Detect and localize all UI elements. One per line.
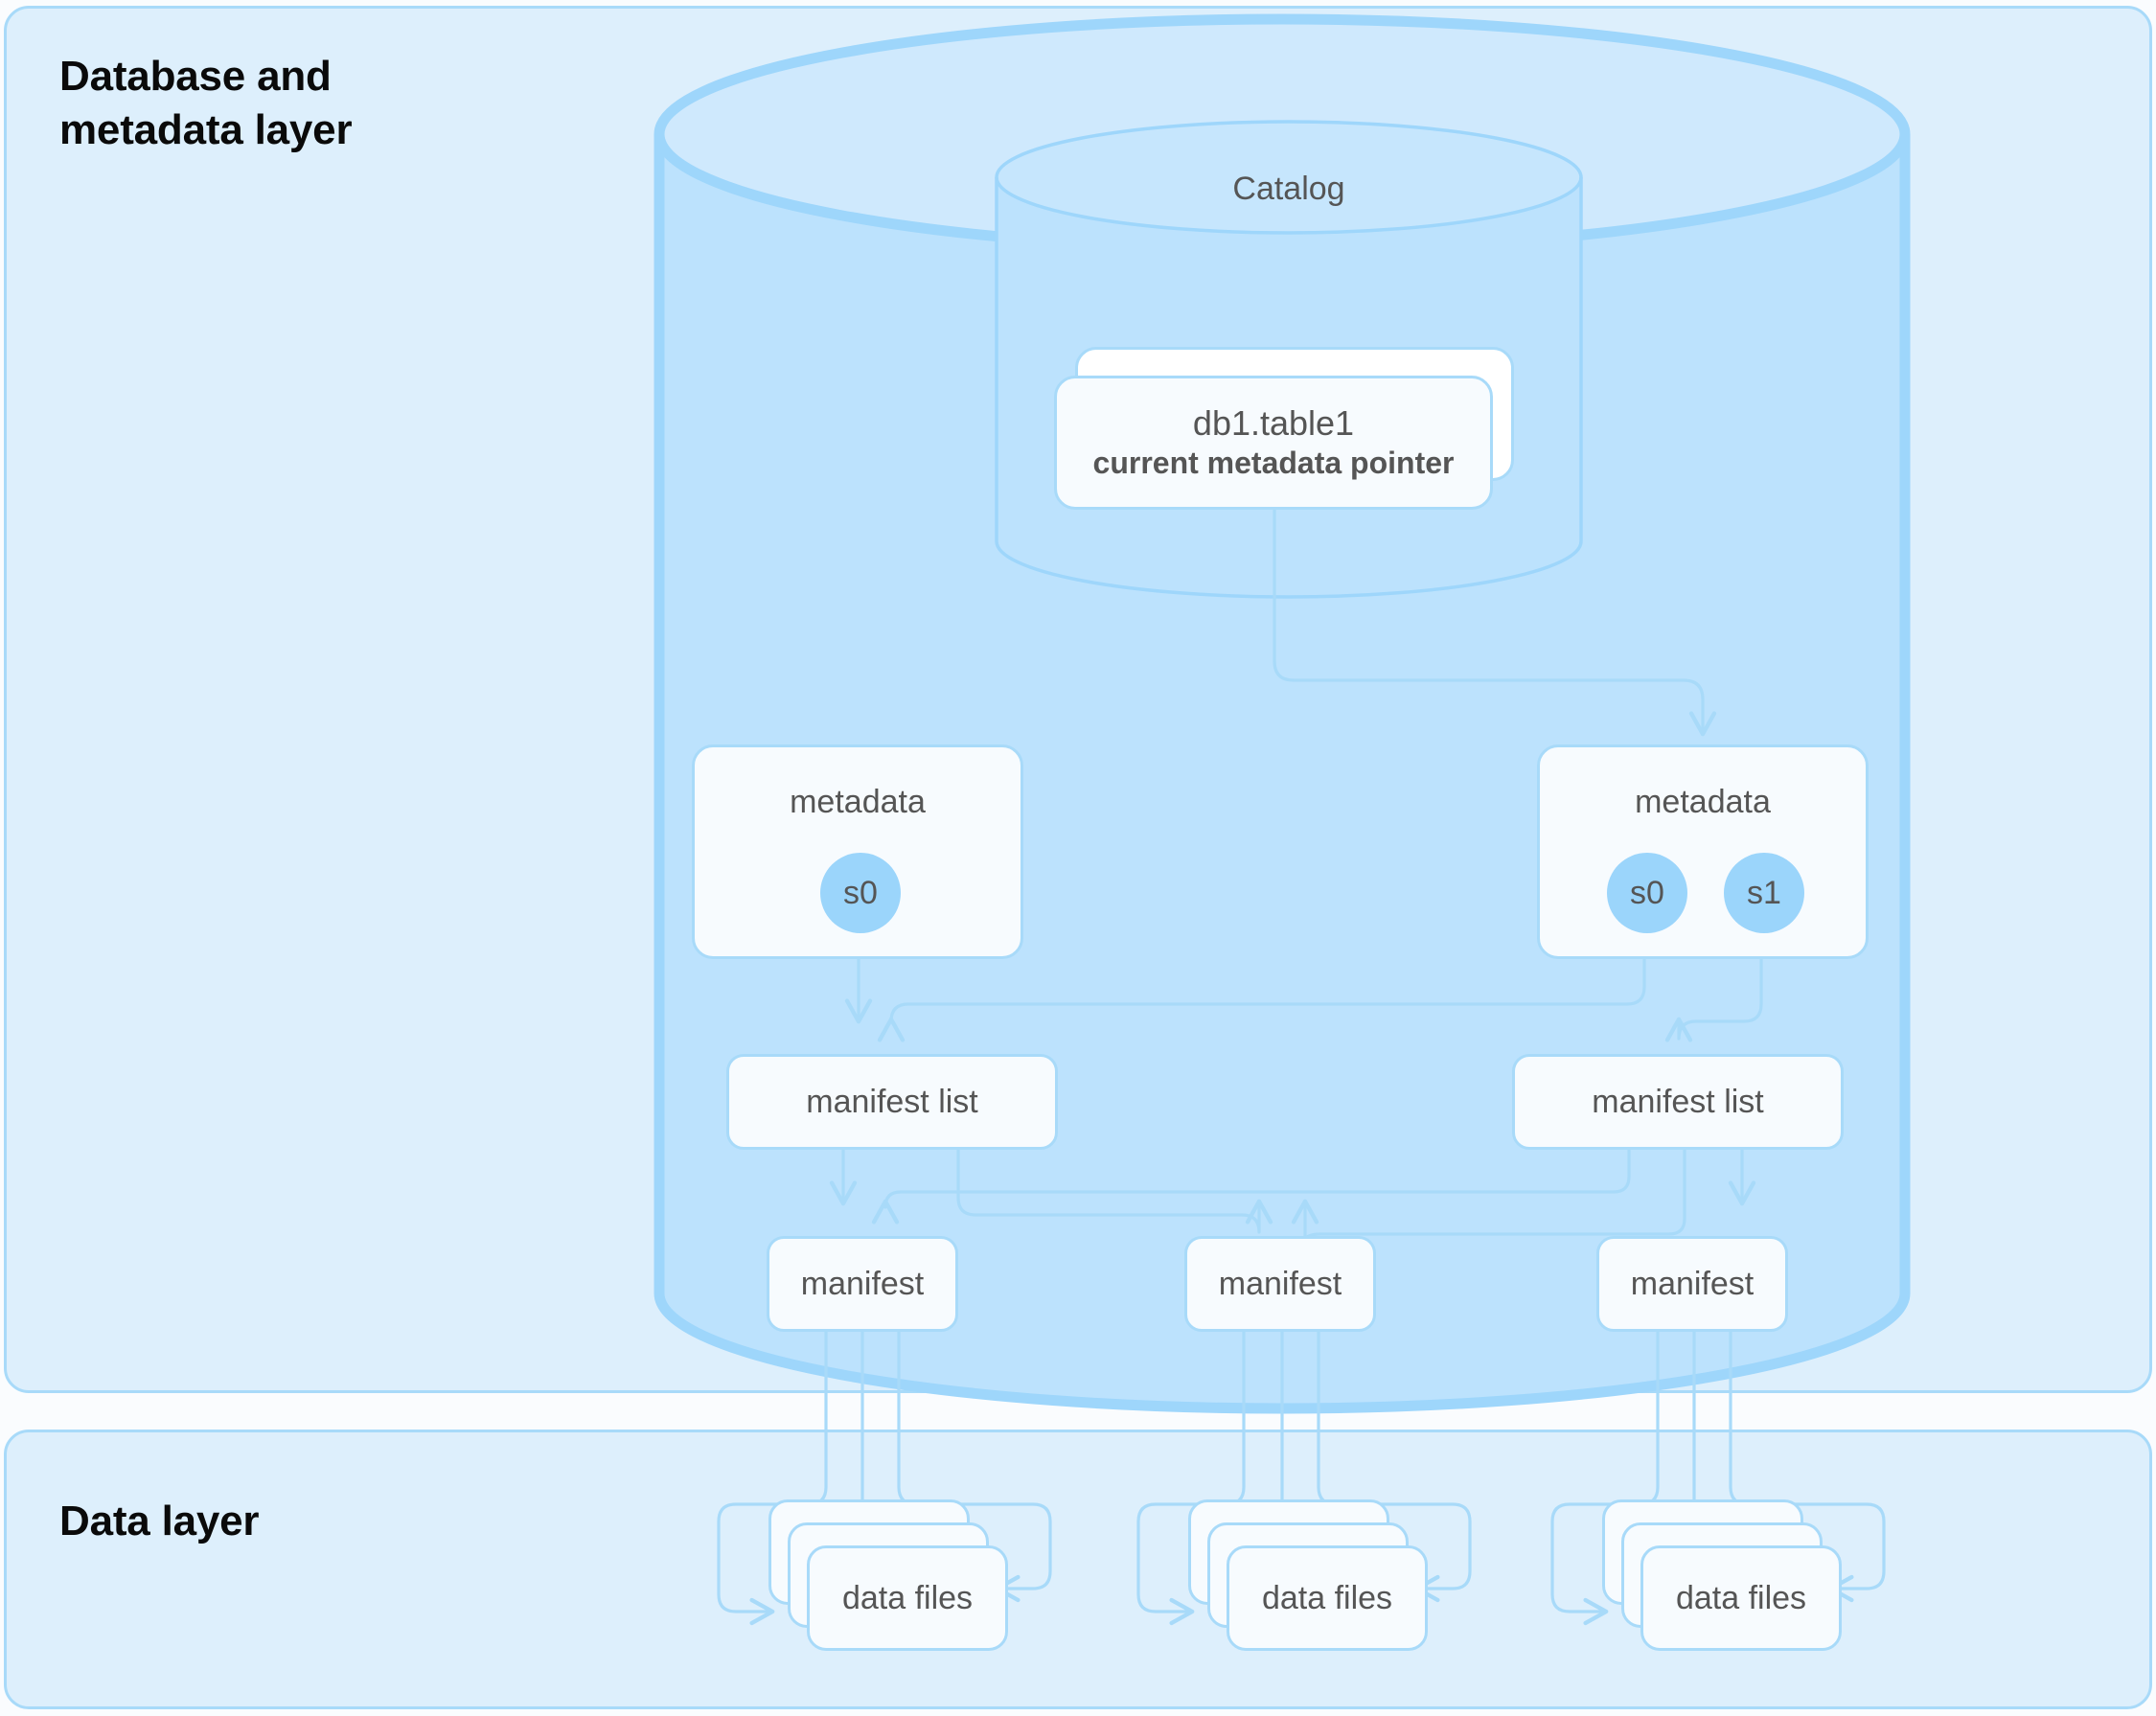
database-and-metadata-layer-panel — [4, 6, 2152, 1393]
pointer-card-front: db1.table1 current metadata pointer — [1054, 376, 1493, 510]
manifest-3-label: manifest — [1630, 1265, 1755, 1302]
catalog-label: Catalog — [1232, 171, 1345, 207]
data-files-3-front: data files — [1640, 1545, 1842, 1651]
manifest-1[interactable]: manifest — [767, 1236, 958, 1332]
manifest-list-right-label: manifest list — [1592, 1083, 1764, 1120]
current-metadata-pointer-card[interactable]: db1.table1 current metadata pointer — [1054, 347, 1514, 510]
manifest-list-right[interactable]: manifest list — [1512, 1054, 1844, 1150]
pointer-table-name: db1.table1 — [1192, 402, 1355, 443]
snapshot-s0-left-label: s0 — [843, 874, 878, 911]
data-files-group-2[interactable]: data files — [1188, 1499, 1428, 1653]
database-and-metadata-layer-title: Database and metadata layer — [59, 53, 353, 154]
snapshot-s0-right[interactable]: s0 — [1607, 853, 1687, 933]
data-files-group-1[interactable]: data files — [768, 1499, 1008, 1653]
data-files-1-label: data files — [841, 1579, 974, 1616]
manifest-list-left-label: manifest list — [806, 1083, 978, 1120]
manifest-list-left[interactable]: manifest list — [726, 1054, 1058, 1150]
data-files-1-front: data files — [807, 1545, 1008, 1651]
manifest-3[interactable]: manifest — [1596, 1236, 1788, 1332]
metadata-file-left[interactable]: metadata s0 — [692, 744, 1023, 959]
metadata-right-label: metadata — [1635, 784, 1771, 820]
metadata-file-right[interactable]: metadata s0 s1 — [1537, 744, 1869, 959]
data-files-group-3[interactable]: data files — [1602, 1499, 1842, 1653]
snapshot-s1-right-label: s1 — [1747, 874, 1781, 911]
data-files-3-label: data files — [1675, 1579, 1807, 1616]
metadata-left-label: metadata — [790, 784, 926, 820]
snapshot-s0-left[interactable]: s0 — [820, 853, 901, 933]
manifest-1-label: manifest — [800, 1265, 925, 1302]
pointer-label: current metadata pointer — [1092, 446, 1455, 481]
data-files-2-label: data files — [1261, 1579, 1393, 1616]
snapshot-s1-right[interactable]: s1 — [1724, 853, 1804, 933]
manifest-2[interactable]: manifest — [1184, 1236, 1376, 1332]
snapshot-s0-right-label: s0 — [1630, 874, 1664, 911]
data-layer-title: Data layer — [59, 1498, 260, 1544]
manifest-2-label: manifest — [1218, 1265, 1342, 1302]
data-files-2-front: data files — [1227, 1545, 1428, 1651]
